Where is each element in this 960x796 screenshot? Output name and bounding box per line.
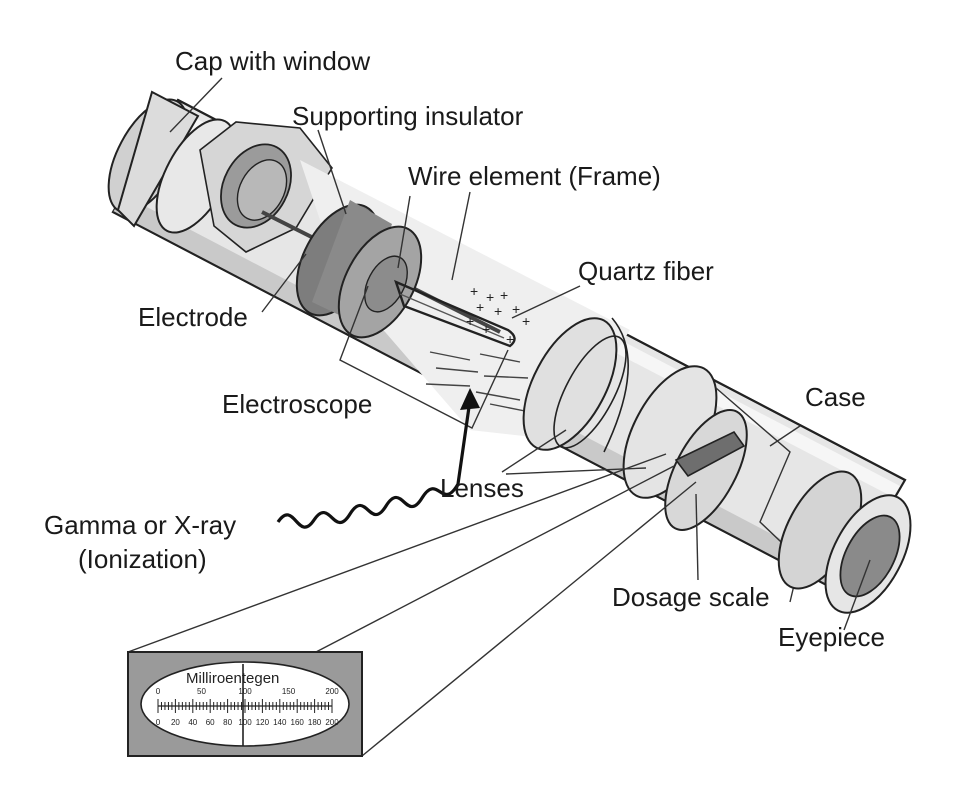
svg-text:+: + xyxy=(486,289,494,305)
scale-title: Milliroentegen xyxy=(186,670,279,687)
svg-text:+: + xyxy=(522,313,530,329)
cap-with-window xyxy=(107,90,333,253)
scale-bottom-tick-label: 200 xyxy=(325,718,339,727)
dosage-scale xyxy=(664,409,748,531)
lenses xyxy=(522,317,718,499)
label-dosage-scale: Dosage scale xyxy=(612,582,770,612)
svg-text:+: + xyxy=(506,331,514,347)
scale-top-tick-label: 200 xyxy=(325,687,339,696)
scale-bottom-tick-label: 0 xyxy=(156,718,161,727)
gamma-wave xyxy=(276,399,472,529)
scale-bottom-tick-label: 140 xyxy=(273,718,287,727)
label-wire-element: Wire element (Frame) xyxy=(408,161,661,191)
svg-text:+: + xyxy=(476,299,484,315)
label-eyepiece: Eyepiece xyxy=(778,622,885,652)
label-cap-with-window: Cap with window xyxy=(175,46,370,76)
svg-text:+: + xyxy=(512,301,520,317)
scale-top-tick-label: 0 xyxy=(156,687,161,696)
scale-bottom-tick-label: 160 xyxy=(291,718,305,727)
scale-top-tick-label: 150 xyxy=(282,687,296,696)
scale-bottom-tick-label: 40 xyxy=(188,718,197,727)
label-gamma-line1: Gamma or X-ray xyxy=(44,510,236,540)
charge-marks: +++ +++ +++ + xyxy=(466,283,530,347)
label-case: Case xyxy=(805,382,866,412)
label-lenses: Lenses xyxy=(440,473,524,503)
scale-top-tick-label: 100 xyxy=(238,687,252,696)
scale-bottom-tick-label: 120 xyxy=(256,718,270,727)
svg-text:+: + xyxy=(466,313,474,329)
wire-element-frame xyxy=(394,279,516,348)
ionization-lines xyxy=(425,351,531,413)
svg-text:+: + xyxy=(482,321,490,337)
svg-text:+: + xyxy=(494,303,502,319)
eyepiece xyxy=(777,470,912,614)
svg-text:+: + xyxy=(500,287,508,303)
leader-lines xyxy=(169,77,871,631)
label-electroscope: Electroscope xyxy=(222,389,372,419)
label-quartz-fiber: Quartz fiber xyxy=(578,256,714,286)
scale-top-tick-label: 50 xyxy=(197,687,206,696)
label-gamma-line2: (Ionization) xyxy=(78,544,207,574)
electroscope-bracket xyxy=(339,285,509,429)
scale-bottom-tick-label: 100 xyxy=(238,718,252,727)
svg-text:+: + xyxy=(470,283,478,299)
scale-panel: Milliroentegen 0 50 100 150 200 0 20 40 60 80 100 1… xyxy=(127,651,363,757)
scale-bottom-tick-label: 60 xyxy=(206,718,215,727)
label-electrode: Electrode xyxy=(138,302,248,332)
scale-bottom-tick-label: 80 xyxy=(223,718,232,727)
label-supporting-insulator: Supporting insulator xyxy=(292,101,524,131)
zoom-lines xyxy=(127,453,697,757)
scale-bottom-tick-label: 20 xyxy=(171,718,180,727)
scale-bottom-tick-label: 180 xyxy=(308,718,322,727)
gamma-arrowhead xyxy=(460,388,480,410)
